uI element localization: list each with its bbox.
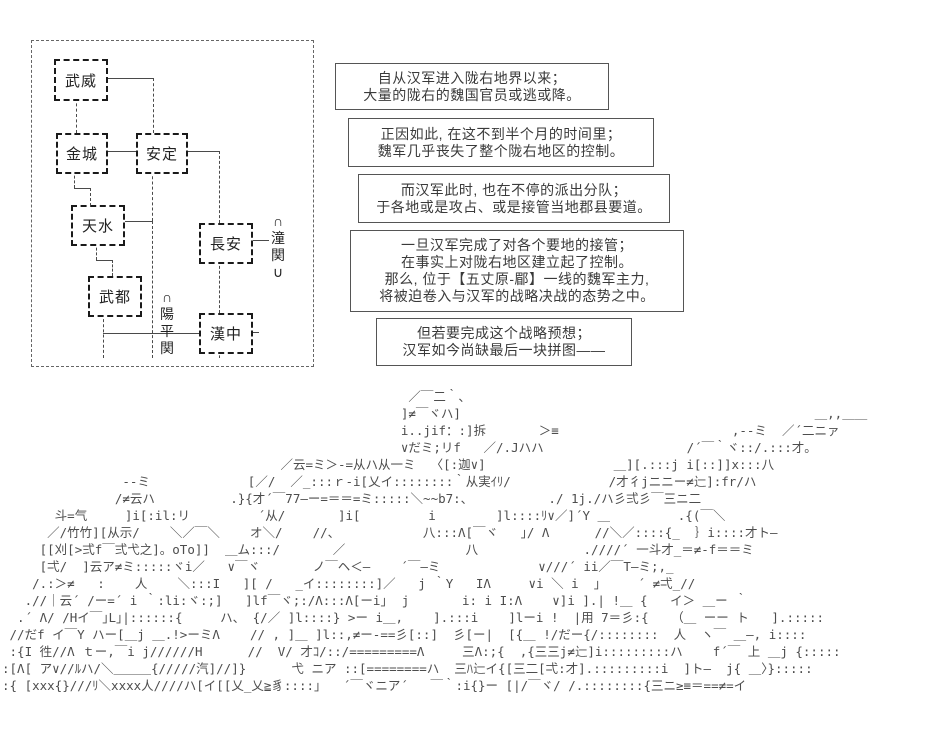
map-connector xyxy=(103,314,104,358)
city-label: 武都 xyxy=(98,289,131,306)
narration-text: 一旦汉军完成了对各个要地的接管； 在事实上对陇右地区建立起了控制。 那么, 位于… xyxy=(379,237,655,304)
map-connector xyxy=(112,260,113,276)
map-pass-tongguan: ∩ 潼 関 ∪ xyxy=(271,213,285,280)
map-connector xyxy=(219,351,220,358)
city-label: 金城 xyxy=(65,146,98,163)
map-connector xyxy=(152,171,153,221)
map-connector xyxy=(76,98,77,133)
map-city-changan: 長安 xyxy=(199,223,253,264)
map-connector xyxy=(219,151,220,223)
city-label: 安定 xyxy=(145,146,178,163)
map-city-tianshui: 天水 xyxy=(71,205,125,246)
map-panel: 武威 金城 安定 天水 長安 武都 漢中 ∩ 潼 関 ∪ ∩ 陽 平 関 xyxy=(31,40,314,367)
narration-box-5: 但若要完成这个战略预想； 汉军如今尚缺最后一块拼图—— xyxy=(376,318,632,366)
narration-box-1: 自从汉军进入陇右地界以来； 大量的陇右的魏国官员或逃或降。 xyxy=(335,63,609,110)
map-connector xyxy=(74,188,90,189)
ascii-art-landscape: ／￣二｀、 ]≠￣ヾハ] ＿,,＿＿ i..jif：:]拆 ＞≡ xyxy=(2,389,868,693)
map-connector xyxy=(121,221,152,222)
city-label: 天水 xyxy=(81,218,114,235)
narration-text: 自从汉军进入陇右地界以来； 大量的陇右的魏国官员或逃或降。 xyxy=(363,69,581,103)
map-connector xyxy=(249,332,259,333)
map-city-hanzhong: 漢中 xyxy=(199,313,253,354)
map-connector xyxy=(96,243,97,260)
map-city-wuwei: 武威 xyxy=(54,59,108,101)
city-label: 漢中 xyxy=(209,326,242,343)
map-connector xyxy=(74,171,75,188)
map-connector xyxy=(249,240,269,241)
map-connector xyxy=(152,221,153,358)
map-connector xyxy=(153,78,154,133)
map-connector xyxy=(96,260,112,261)
map-connector xyxy=(184,151,219,152)
map-city-anding: 安定 xyxy=(136,133,188,174)
narration-box-2: 正因如此, 在这不到半个月的时间里； 魏军几乎丧失了整个陇右地区的控制。 xyxy=(348,118,654,167)
map-connector xyxy=(103,333,199,334)
narration-text: 而汉军此时, 也在不停的派出分队； 于各地或是攻占、或是接管当地郡县要道。 xyxy=(376,181,652,215)
city-label: 武威 xyxy=(64,72,97,90)
map-connector xyxy=(104,151,136,152)
map-connector xyxy=(104,78,153,79)
narration-text: 但若要完成这个战略预想； 汉军如今尚缺最后一块拼图—— xyxy=(402,325,606,358)
city-label: 長安 xyxy=(209,236,242,253)
narration-box-4: 一旦汉军完成了对各个要地的接管； 在事实上对陇右地区建立起了控制。 那么, 位于… xyxy=(350,230,684,312)
map-city-jincheng: 金城 xyxy=(56,133,108,174)
map-connector xyxy=(90,188,91,206)
narration-box-3: 而汉军此时, 也在不停的派出分队； 于各地或是攻占、或是接管当地郡县要道。 xyxy=(358,174,670,223)
map-connector xyxy=(219,261,220,313)
map-city-wudu: 武都 xyxy=(88,276,142,317)
narration-text: 正因如此, 在这不到半个月的时间里； 魏军几乎丧失了整个陇右地区的控制。 xyxy=(377,125,625,159)
map-pass-yangpingguan: ∩ 陽 平 関 xyxy=(160,289,174,356)
